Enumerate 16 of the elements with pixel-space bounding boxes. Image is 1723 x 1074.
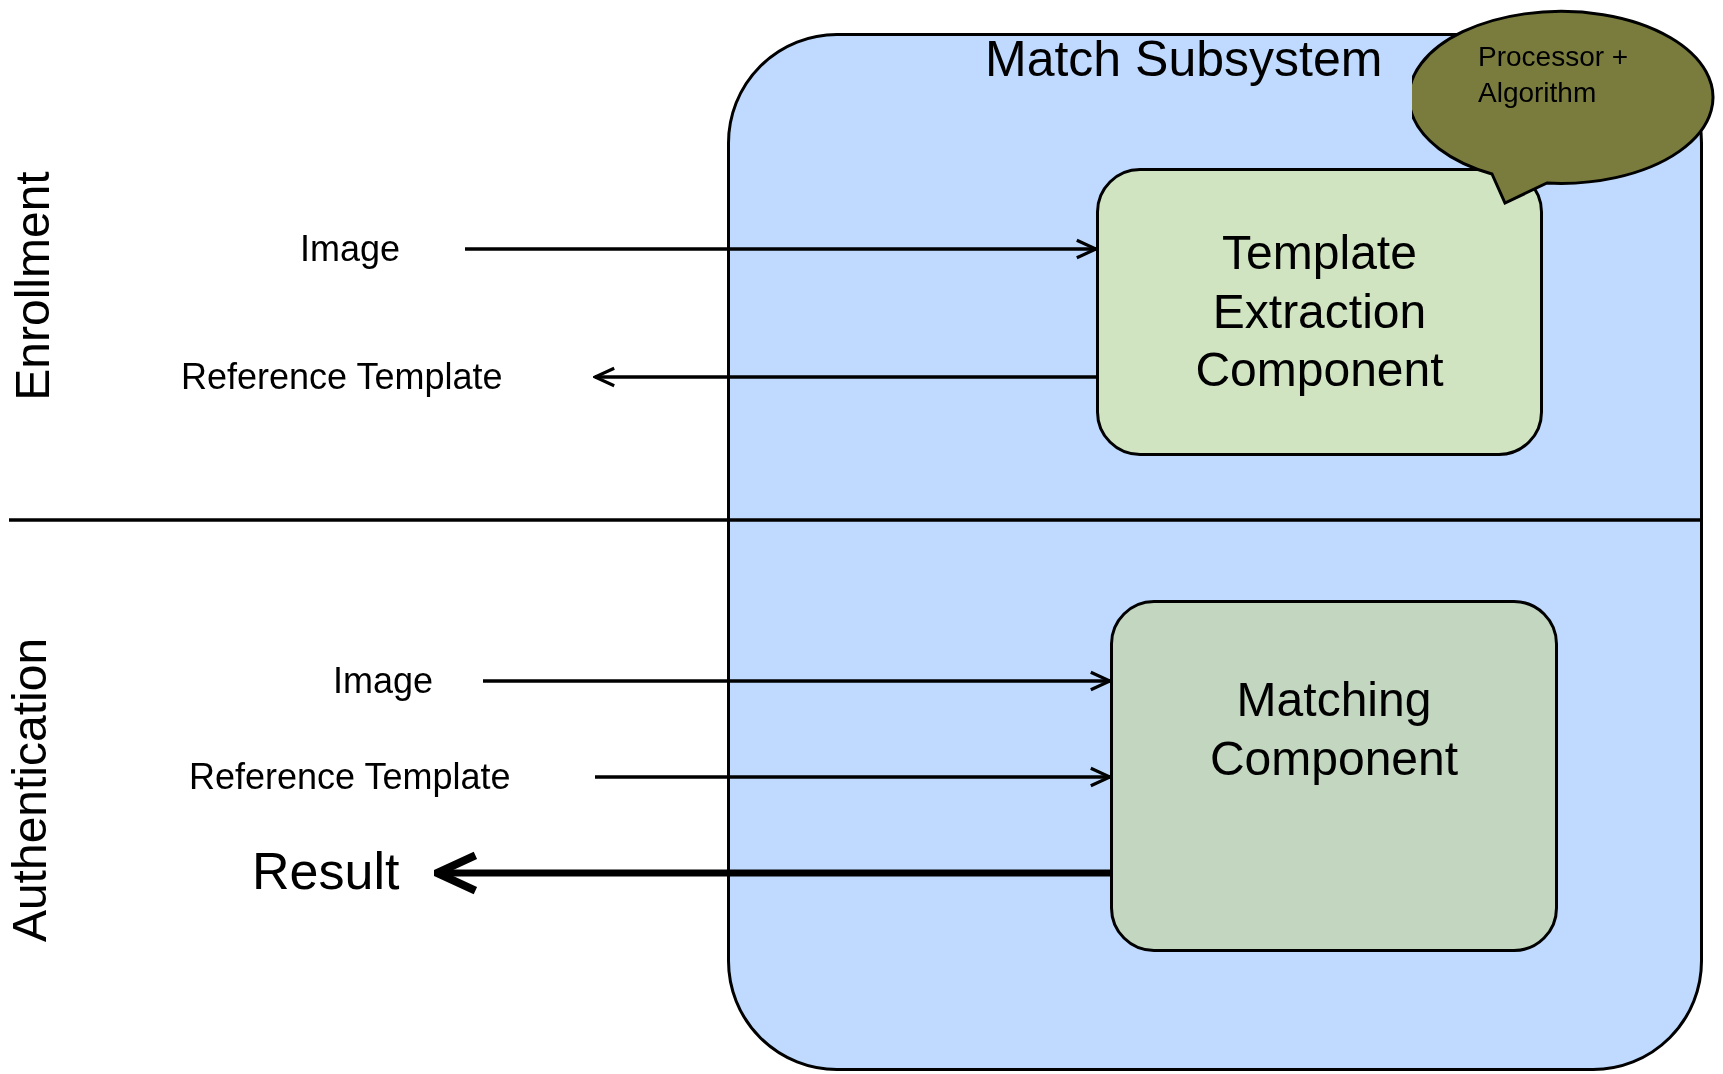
component-box: Template Extraction Component (1096, 168, 1543, 456)
component-box: Matching Component (1110, 600, 1558, 952)
flow-label: Image (333, 659, 483, 703)
container-title: Match Subsystem (985, 30, 1383, 89)
arrow (595, 766, 1112, 788)
arrow (593, 366, 1096, 388)
arrow (433, 851, 1110, 895)
flow-label: Reference Template (189, 755, 595, 799)
arrow (465, 238, 1098, 260)
subsystem-container (727, 33, 1703, 1071)
arrow (483, 670, 1112, 692)
flow-label: Reference Template (181, 355, 595, 399)
section-label: Authentication (6, 637, 55, 943)
section-label: Enrollment (8, 171, 57, 401)
flow-label: Image (300, 227, 465, 271)
flow-label: Result (252, 840, 437, 902)
